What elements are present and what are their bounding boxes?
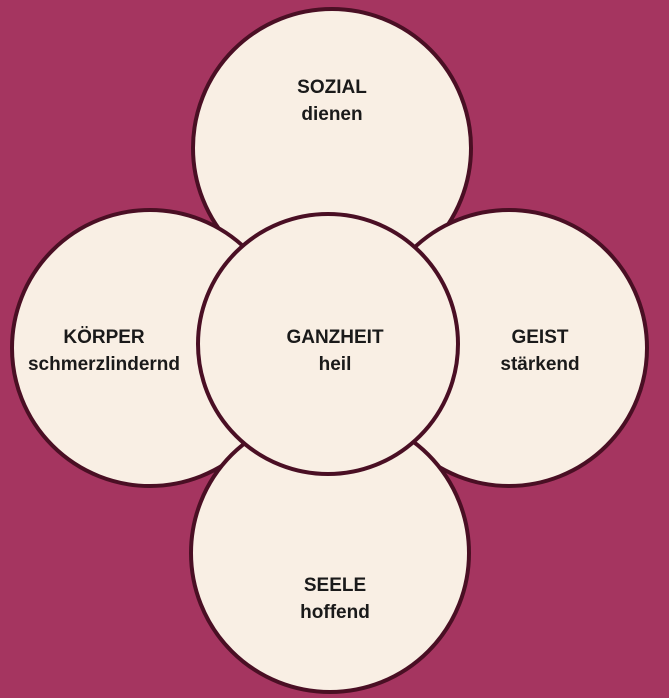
label-koerper-title: KÖRPER	[63, 327, 145, 348]
label-koerper-subtitle: schmerzlindernd	[28, 354, 180, 375]
label-seele-subtitle: hoffend	[300, 602, 370, 623]
node-ganzheit: GANZHEIT heil	[196, 212, 460, 476]
label-sozial-subtitle: dienen	[301, 104, 362, 125]
label-geist-subtitle: stärkend	[500, 354, 579, 375]
label-ganzheit-title: GANZHEIT	[286, 327, 384, 348]
label-geist-title: GEIST	[511, 327, 568, 348]
label-sozial-title: SOZIAL	[297, 77, 367, 98]
circle-ganzheit	[196, 212, 460, 476]
label-ganzheit-subtitle: heil	[319, 354, 352, 375]
label-seele-title: SEELE	[304, 575, 366, 596]
node-sozial: SOZIAL dienen	[191, 7, 473, 289]
